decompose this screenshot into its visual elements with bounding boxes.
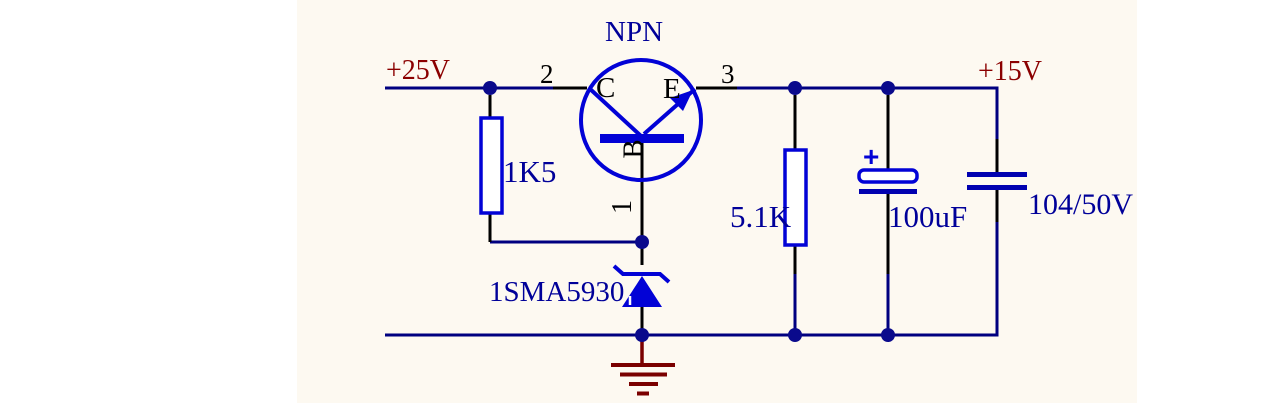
wire-top-right: [737, 86, 999, 139]
pin-number-2: 2: [540, 59, 554, 89]
capacitor-c1-top-plate: [857, 168, 919, 184]
capacitor-c1-polarity-mark: +: [863, 141, 880, 172]
junction-dot: [881, 328, 895, 342]
capacitor-c1-value: 100uF: [888, 199, 968, 234]
pin-number-3: 3: [721, 59, 735, 89]
junction-dot: [788, 81, 802, 95]
transistor-collector-line: [587, 86, 643, 138]
terminal-label-e: E: [663, 73, 681, 105]
wire-bottom-rail: [385, 222, 999, 337]
terminal-label-c: C: [596, 72, 616, 104]
junction-dots: [483, 81, 895, 342]
junction-dot: [483, 81, 497, 95]
transistor-base-bar: [600, 134, 684, 143]
junction-dot: [881, 81, 895, 95]
resistor-r2-body: [783, 148, 808, 247]
resistor-r2-value: 5.1K: [730, 199, 792, 234]
pin-number-1: 1: [607, 200, 638, 214]
transistor-type-label: NPN: [605, 16, 664, 48]
resistor-r1-value: 1K5: [503, 154, 557, 189]
capacitor-c1-symbol: [857, 168, 919, 194]
junction-dot: [635, 235, 649, 249]
transistor-emitter-arrow: [670, 90, 693, 111]
resistor-r2-symbol: [783, 148, 808, 247]
resistor-r1-symbol: [479, 116, 504, 215]
capacitor-c2-symbol: [967, 172, 1027, 190]
wires: [385, 86, 999, 337]
resistor-r1-body: [479, 116, 504, 215]
capacitor-c2-value: 104/50V: [1028, 188, 1133, 221]
ground-symbol: [611, 335, 675, 396]
junction-dot: [635, 328, 649, 342]
terminal-label-b: B: [617, 139, 650, 159]
zener-anode-triangle: [622, 276, 662, 307]
zener-cathode-bar: [612, 264, 671, 284]
net-label-25v: +25V: [386, 55, 451, 86]
diode-d1-part: 1SMA5930: [489, 276, 625, 308]
zener-diode-symbol: [612, 264, 671, 307]
transistor-body-circle: [579, 58, 703, 182]
net-label-15v: +15V: [978, 56, 1043, 87]
junction-dot: [788, 328, 802, 342]
transistor-npn-symbol: [579, 58, 703, 182]
